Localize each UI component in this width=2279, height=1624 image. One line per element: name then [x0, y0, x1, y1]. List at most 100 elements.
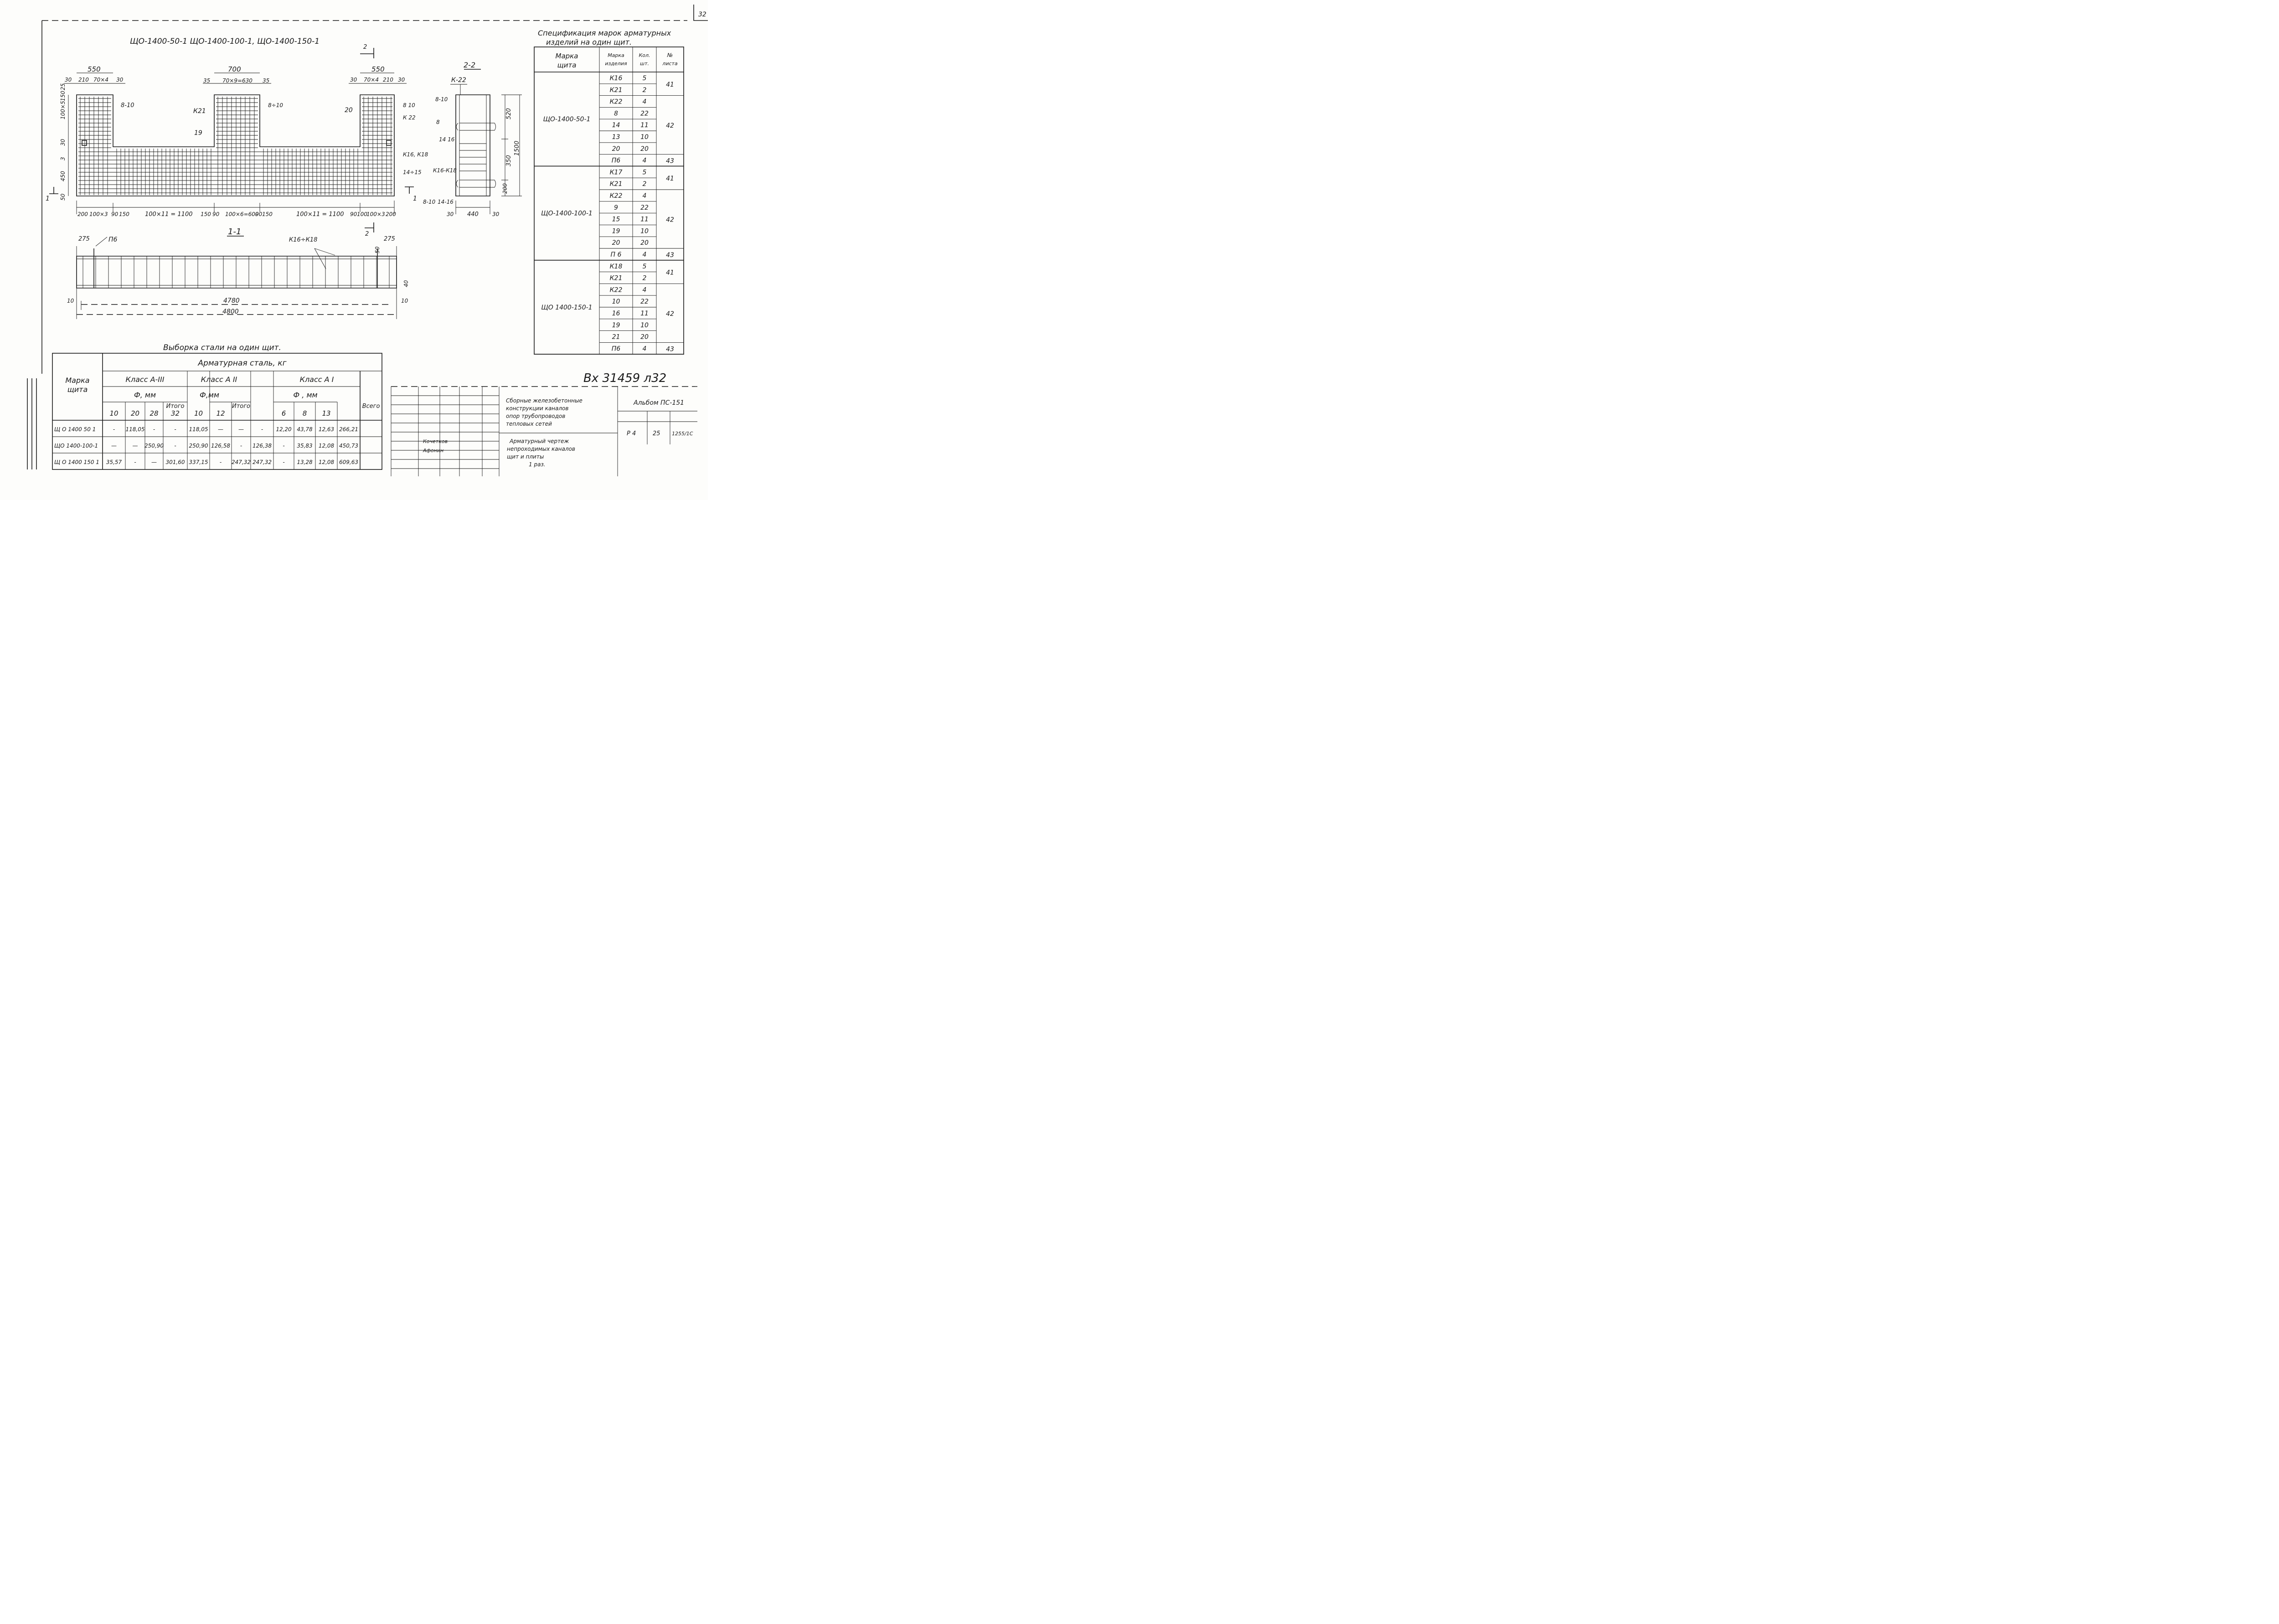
- s22-dim: 520: [505, 108, 512, 119]
- steel-cell: 43,78: [297, 426, 313, 433]
- spec-item-mark: 16: [612, 310, 620, 317]
- spec-item-qty: 2: [643, 180, 647, 188]
- spec-item-mark: 15: [612, 216, 620, 223]
- spec-item-qty: 5: [643, 75, 647, 82]
- s11-dim: 4780: [223, 297, 240, 304]
- spec-item-qty: 20: [640, 334, 649, 341]
- spec-sheet-no: 43: [666, 252, 674, 259]
- spec-item-qty: 11: [640, 310, 649, 317]
- steel-cell: -: [283, 443, 284, 449]
- steel-cell: 35,83: [297, 443, 312, 449]
- steel-cell: -: [134, 459, 136, 465]
- spec-item-qty: 11: [640, 122, 649, 129]
- spec-item-mark: К21: [610, 87, 623, 94]
- label-k21: К21: [193, 108, 206, 115]
- steel-header-mark: щита: [67, 385, 88, 394]
- s22-dim: 30: [447, 211, 454, 217]
- s11-dim: 50: [374, 246, 381, 253]
- steel-header-size: 10: [109, 409, 118, 418]
- steel-header-total: Всего: [362, 403, 380, 410]
- title-block: [391, 386, 697, 476]
- steel-header-class: Класс А-III: [126, 375, 165, 384]
- spec-header: №: [667, 52, 673, 58]
- steel-cell: —: [218, 426, 223, 433]
- spec-item-qty: 5: [643, 263, 647, 270]
- bottom-dim: 90: [255, 211, 263, 217]
- bottom-dim: 150: [262, 211, 273, 217]
- section-2-2: [450, 69, 522, 214]
- steel-cell: -: [174, 426, 176, 433]
- left-dim: 450: [60, 171, 66, 181]
- spec-item-mark: К16: [610, 75, 623, 82]
- tb-name: непроходимых каналов: [507, 446, 575, 452]
- s22-dim: 30: [492, 211, 500, 217]
- spec-panel-mark: ЩО-1400-100-1: [541, 210, 593, 217]
- bottom-dim: 100×3: [89, 211, 108, 217]
- s11-dim: 4800: [222, 308, 239, 315]
- spec-item-qty: 4: [643, 251, 647, 258]
- steel-cell: 247,32: [232, 459, 251, 465]
- bottom-dim: 150: [119, 211, 129, 217]
- left-dim: 30: [60, 139, 66, 146]
- steel-header-size: 12: [216, 409, 225, 418]
- spec-item-qty: 10: [640, 322, 649, 329]
- spec-item-qty: 5: [643, 169, 647, 176]
- spec-item-qty: 4: [643, 286, 647, 294]
- s22-label: К16-К18: [433, 167, 457, 174]
- tb-code: 1255/1С: [672, 431, 693, 437]
- spec-item-qty: 22: [640, 298, 649, 305]
- section-mark-1-left: 1: [46, 195, 50, 202]
- spec-title-line1: Спецификация марок арматурных: [538, 29, 671, 37]
- steel-cell: 12,63: [319, 426, 334, 433]
- steel-cell: 609,63: [339, 459, 358, 465]
- elevation-view: [49, 48, 414, 232]
- steel-cell: -: [240, 443, 242, 449]
- tb-desc: опор трубопроводов: [506, 413, 565, 419]
- section-2-2-mark: К-22: [451, 77, 466, 84]
- steel-cell: -: [261, 426, 263, 433]
- spec-header: изделия: [605, 61, 627, 67]
- steel-row-mark: ЩО 1400-100-1: [54, 443, 98, 449]
- label-19: 19: [194, 129, 202, 137]
- steel-cell: 266,21: [339, 426, 358, 433]
- steel-cell: 12,08: [319, 443, 335, 449]
- steel-header-size: 28: [150, 409, 158, 418]
- steel-header-size: 13: [322, 409, 330, 418]
- s11-dim: 40: [403, 280, 409, 287]
- spec-sheet-no: 42: [666, 122, 674, 129]
- left-dim: 25: [60, 83, 66, 90]
- spec-panel-mark: ЩО 1400-150-1: [541, 304, 592, 311]
- s22-dim: 440: [467, 211, 479, 218]
- steel-table-title: Выборка стали на один щит.: [163, 343, 281, 352]
- spec-sheet-no: 43: [666, 345, 674, 353]
- spec-item-mark: К22: [610, 286, 623, 294]
- steel-cell: -: [283, 459, 284, 465]
- steel-cell: 250,90: [189, 443, 208, 449]
- steel-cell: 250,90: [144, 443, 164, 449]
- s11-label-k16-k18: К16÷К18: [289, 237, 317, 243]
- drawing-title: ЩО-1400-50-1 ЩО-1400-100-1, ЩО-1400-150-…: [130, 37, 320, 46]
- spec-item-mark: 13: [612, 134, 620, 141]
- spec-panel-mark: ЩО-1400-50-1: [543, 116, 591, 123]
- s11-dim: 10: [67, 298, 74, 304]
- s11-label-p6: П6: [108, 236, 118, 243]
- bottom-dim: 100: [357, 211, 367, 217]
- section-mark-2-bottom: 2: [365, 231, 369, 237]
- spec-header: Кол.: [639, 52, 650, 58]
- steel-cell: 118,05: [126, 426, 145, 433]
- steel-header-size: 20: [131, 409, 139, 418]
- spec-item-mark: 8: [614, 110, 618, 117]
- section-mark-1-right: 1: [413, 195, 417, 202]
- sub-dim: 210: [383, 77, 393, 83]
- steel-cell: 337,15: [189, 459, 208, 465]
- s11-dim: 275: [384, 236, 395, 242]
- steel-cell: 13,28: [297, 459, 313, 465]
- dim-550-right: 550: [371, 65, 385, 73]
- spec-item-mark: К22: [610, 192, 623, 200]
- steel-cell: -: [174, 443, 176, 449]
- steel-header-size: 10: [194, 409, 203, 418]
- spec-item-qty: 10: [640, 134, 649, 141]
- spec-header: Марка: [556, 52, 578, 60]
